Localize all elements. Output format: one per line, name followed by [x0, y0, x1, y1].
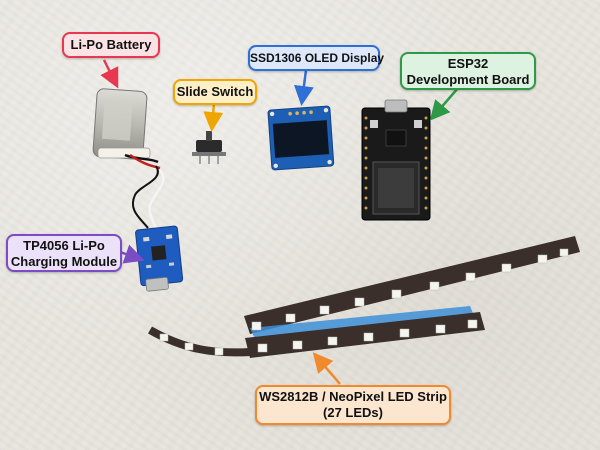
battery-wires: [131, 165, 165, 233]
lipo-battery-label: Li-Po Battery: [62, 32, 160, 58]
lipo-battery: [92, 88, 161, 170]
charger-label-line1: TP4056 Li-Po: [23, 238, 105, 253]
slide-switch: [192, 131, 226, 164]
oled-display: [267, 105, 335, 171]
callout-arrows: [100, 59, 459, 385]
led-strip: [148, 236, 580, 358]
esp32-label: ESP32 Development Board: [400, 52, 536, 90]
esp32-label-line2: Development Board: [406, 72, 530, 88]
lipo-battery-label-text: Li-Po Battery: [70, 37, 152, 52]
tp4056-module: [135, 225, 184, 292]
oled-display-label-text: SSD1306 OLED Display: [250, 51, 385, 65]
charger-label-line2: Charging Module: [10, 254, 118, 270]
esp32-label-line1: ESP32: [447, 56, 489, 71]
charger-label: TP4056 Li-Po Charging Module: [6, 234, 122, 272]
led-strip-label-line2: (27 LEDs): [323, 405, 383, 421]
oled-display-label: SSD1306 OLED Display: [248, 45, 384, 71]
esp32-board: [361, 99, 431, 221]
slide-switch-label-text: Slide Switch: [176, 84, 254, 99]
led-strip-label: WS2812B / NeoPixel LED Strip (27 LEDs): [255, 385, 451, 425]
slide-switch-label: Slide Switch: [173, 79, 257, 105]
led-strip-label-line1: WS2812B / NeoPixel LED Strip: [259, 389, 447, 404]
